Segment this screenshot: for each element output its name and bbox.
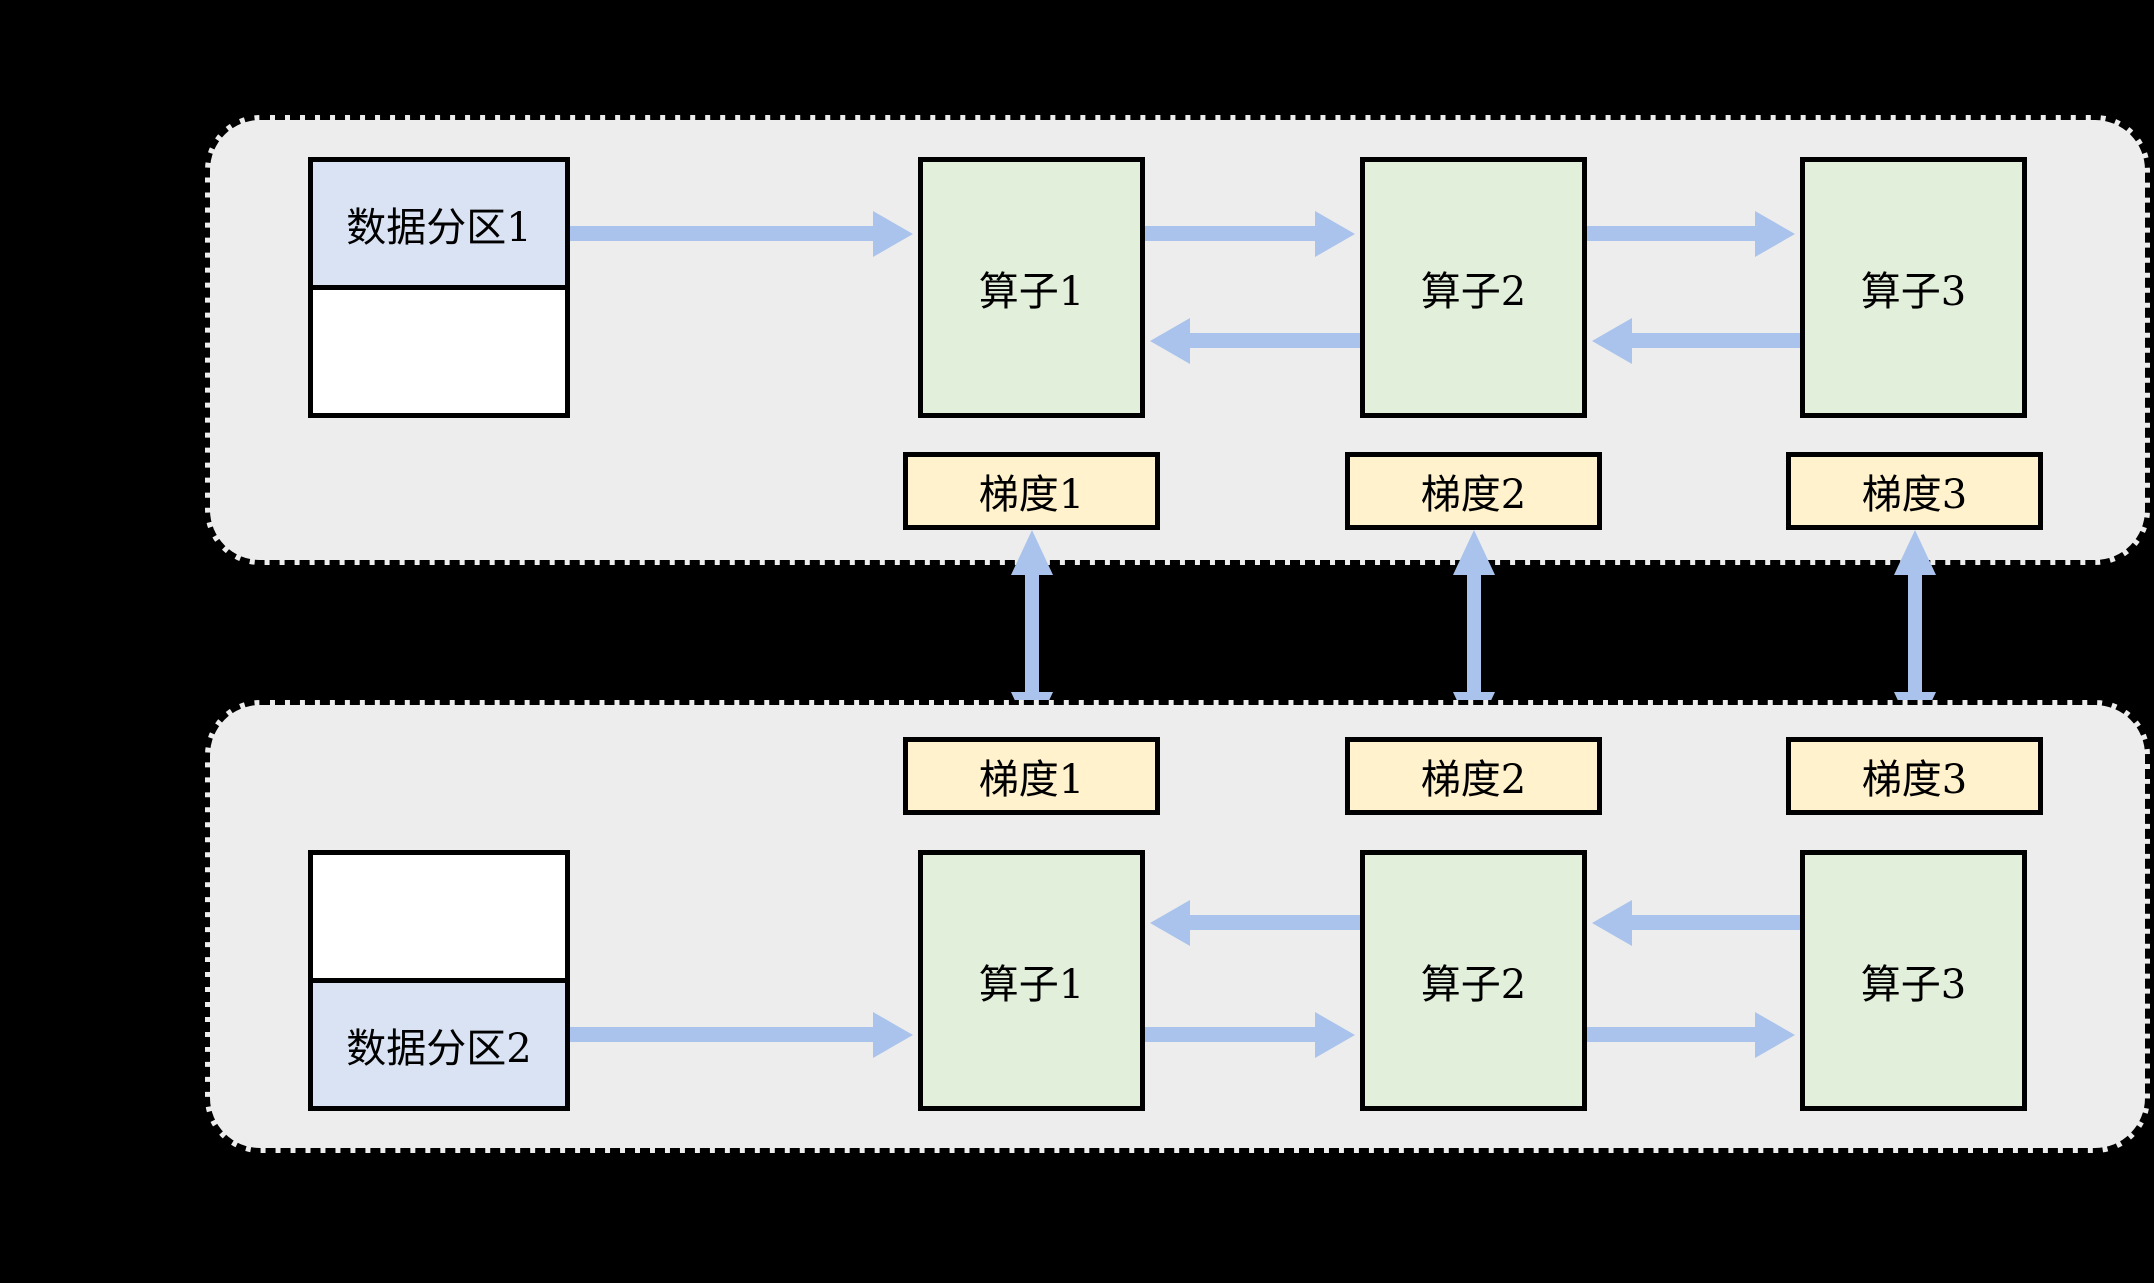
backward-arrow-op2-to-op1 [1150, 899, 1360, 946]
device2-operator-1-box: 算子1 [918, 850, 1145, 1111]
gradient3-sync-arrow [1894, 530, 1936, 737]
data-partition-1-table: 数据分区1 [308, 157, 570, 418]
device1-operator-1-box: 算子1 [918, 157, 1145, 418]
backward-arrow-op2-to-op1 [1150, 317, 1360, 364]
operator-label: 算子3 [1860, 961, 1967, 1008]
gradient1-sync-arrow [1011, 530, 1053, 737]
gradient2-sync-arrow [1453, 530, 1495, 737]
gradient-label: 梯度1 [978, 472, 1085, 518]
device2-operator-3-box: 算子3 [1800, 850, 2027, 1111]
device1-gradient-2-box: 梯度2 [1345, 452, 1602, 530]
forward-arrow-op1-to-op2 [1145, 210, 1355, 257]
device2-gradient-2-box: 梯度2 [1345, 737, 1602, 815]
forward-arrow-op2-to-op3 [1587, 1011, 1795, 1058]
data-partition-1-empty-cell [313, 285, 565, 413]
operator-label: 算子2 [1420, 268, 1527, 315]
operator-label: 算子1 [978, 961, 1085, 1008]
gradient-label: 梯度2 [1420, 757, 1527, 803]
gradient-label: 梯度2 [1420, 472, 1527, 518]
gradient-label: 梯度3 [1861, 757, 1968, 803]
device1-gradient-1-box: 梯度1 [903, 452, 1160, 530]
data-partition-2-empty-cell [313, 855, 565, 978]
device1-gradient-3-box: 梯度3 [1786, 452, 2043, 530]
operator-label: 算子1 [978, 268, 1085, 315]
forward-arrow-op2-to-op3 [1587, 210, 1795, 257]
device-2-container: 梯度1 梯度2 梯度3 数据分区2 算子1 算子2 算子3 [205, 700, 2150, 1153]
device-1-container: 数据分区1 算子1 算子2 算子3 梯度1 梯度2 梯度3 [205, 115, 2150, 565]
gradient-label: 梯度1 [978, 757, 1085, 803]
operator-label: 算子3 [1860, 268, 1967, 315]
device1-operator-3-box: 算子3 [1800, 157, 2027, 418]
device2-operator-2-box: 算子2 [1360, 850, 1587, 1111]
gradient-label: 梯度3 [1861, 472, 1968, 518]
backward-arrow-op3-to-op2 [1592, 899, 1800, 946]
data-partition-1-label: 数据分区1 [346, 204, 532, 251]
forward-arrow-op1-to-op2 [1145, 1011, 1355, 1058]
data-partition-2-cell: 数据分区2 [313, 978, 565, 1106]
backward-arrow-op3-to-op2 [1592, 317, 1800, 364]
data-partition-2-label: 数据分区2 [346, 1025, 532, 1072]
forward-arrow-partition2-to-op1 [570, 1011, 913, 1058]
device2-gradient-1-box: 梯度1 [903, 737, 1160, 815]
device1-operator-2-box: 算子2 [1360, 157, 1587, 418]
forward-arrow-partition1-to-op1 [570, 210, 913, 257]
device2-gradient-3-box: 梯度3 [1786, 737, 2043, 815]
data-partition-1-cell: 数据分区1 [313, 162, 565, 285]
data-partition-2-table: 数据分区2 [308, 850, 570, 1111]
operator-label: 算子2 [1420, 961, 1527, 1008]
